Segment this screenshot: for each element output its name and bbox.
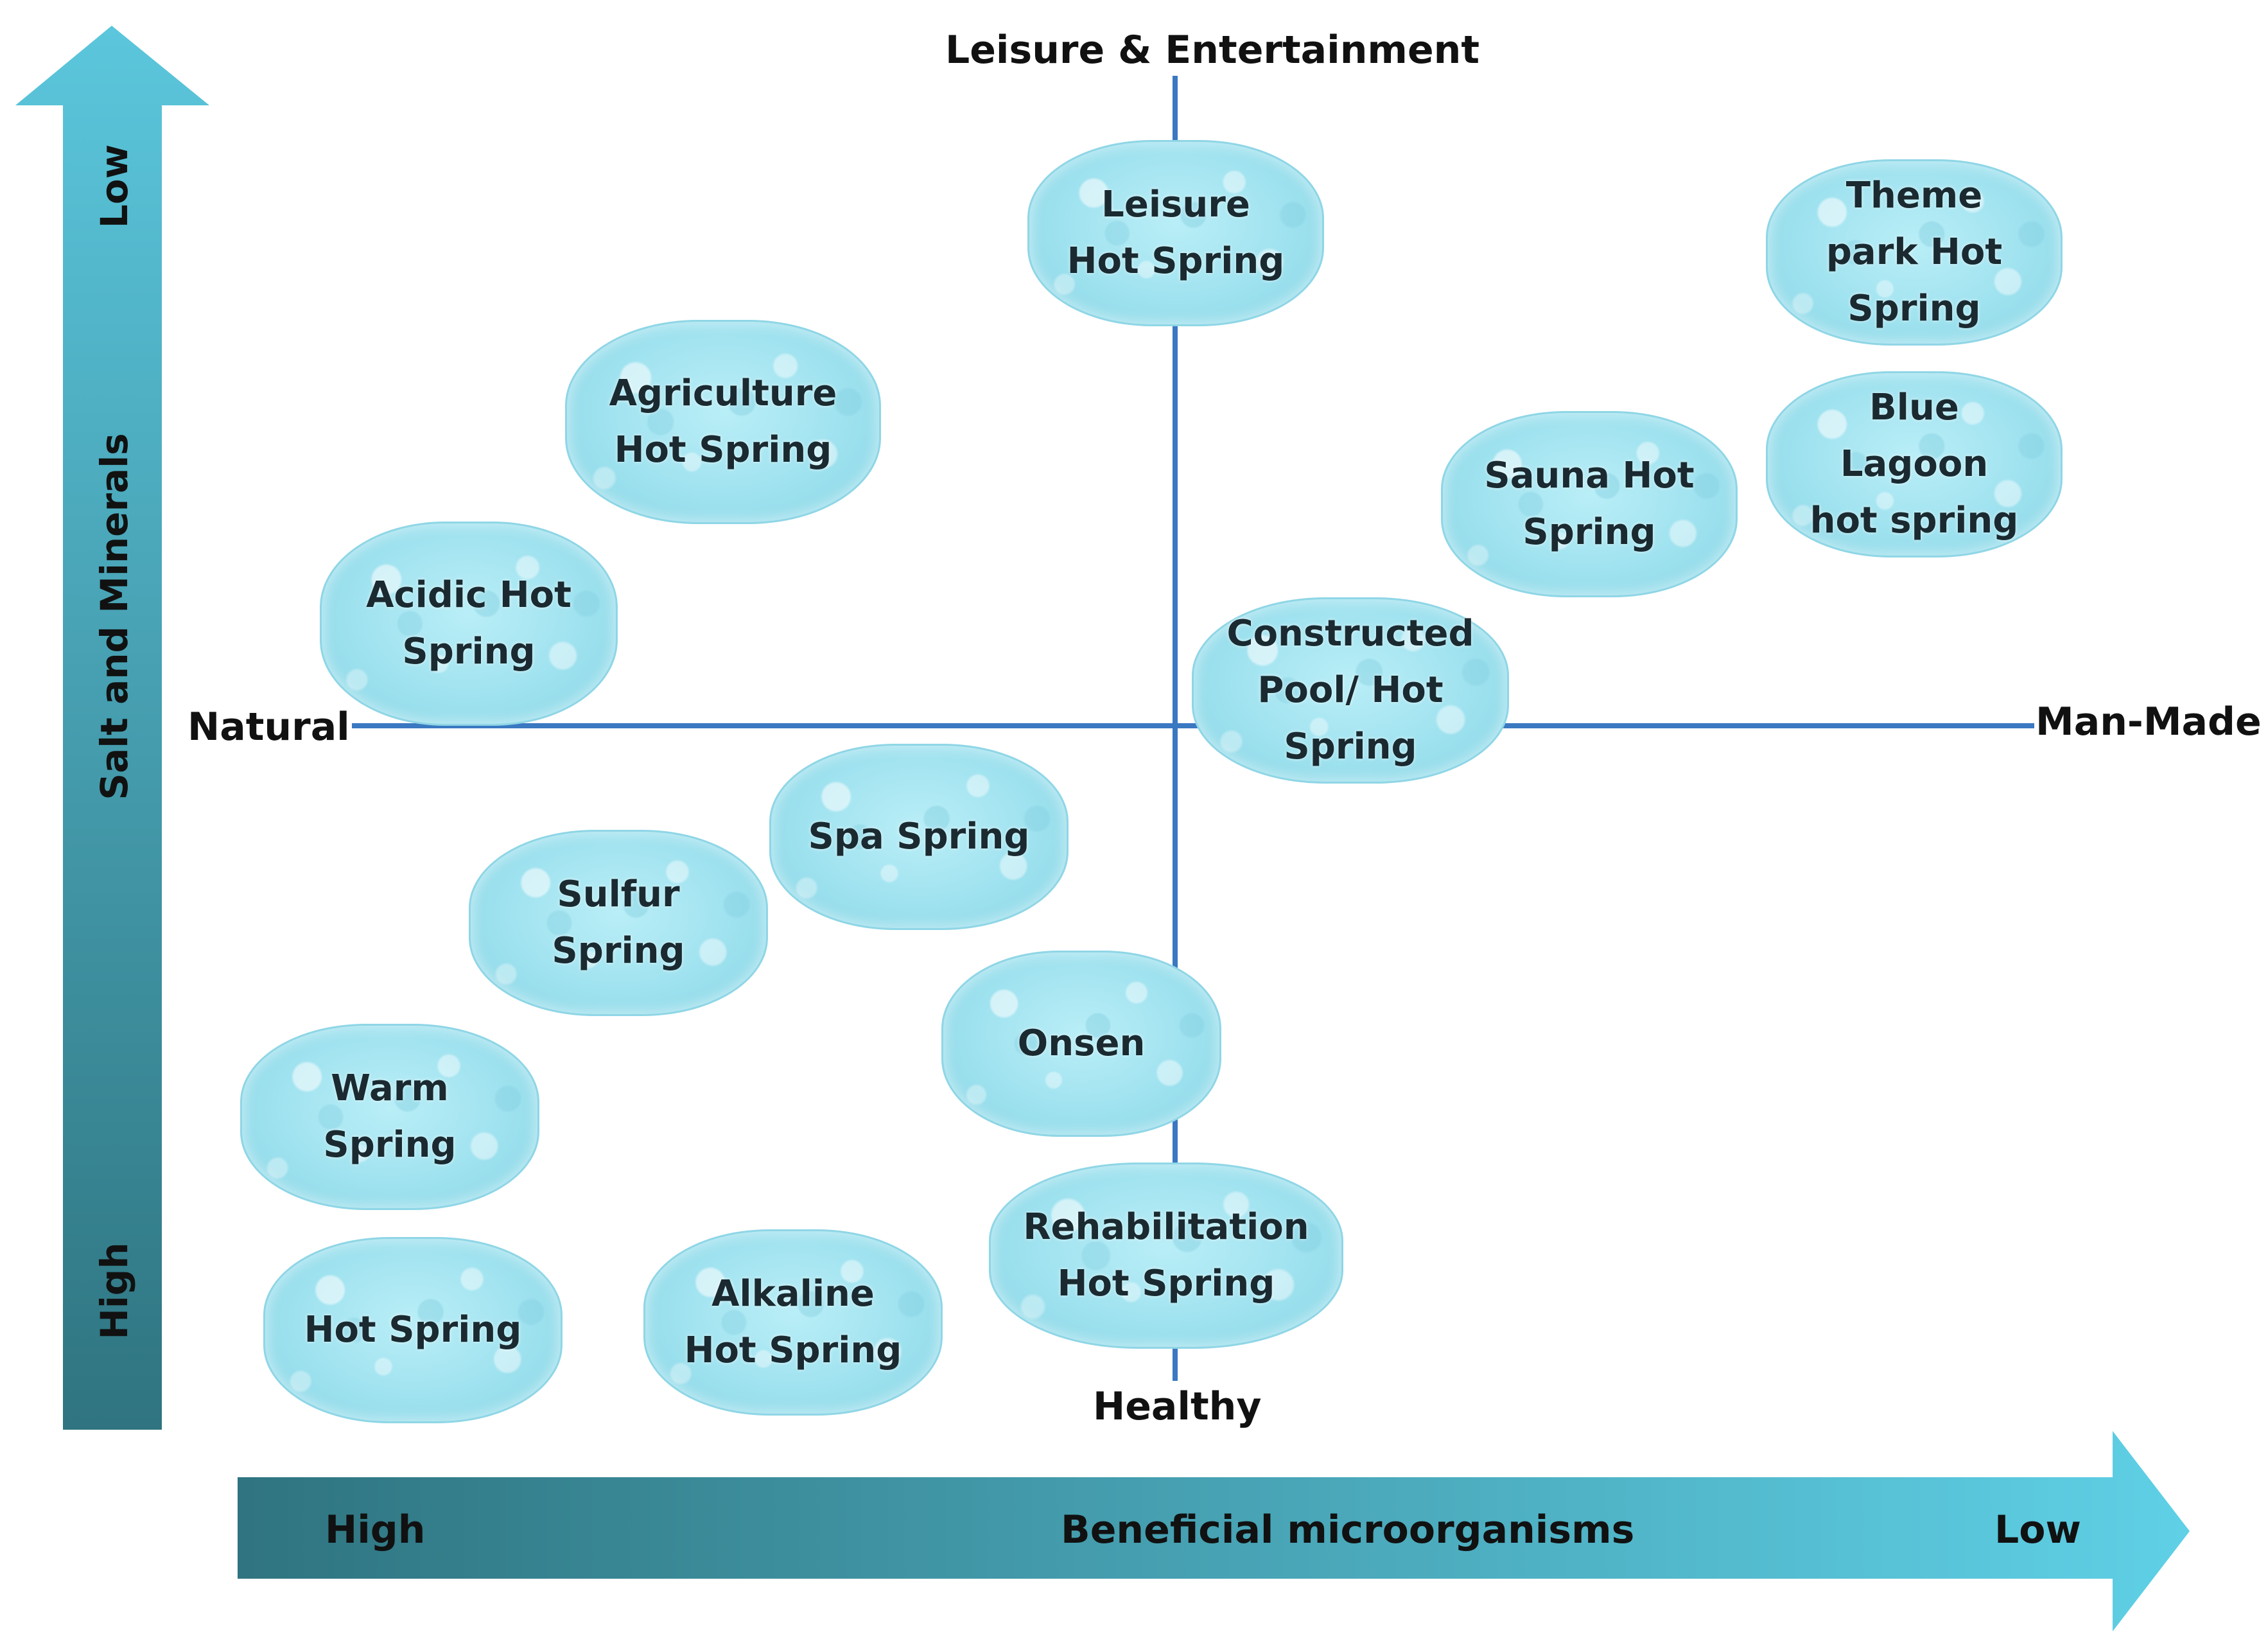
bubble-line: Alkaline: [711, 1273, 875, 1315]
bubble-line: Constructed: [1226, 613, 1474, 654]
vertical-arrow-top-label: Low: [92, 144, 136, 229]
axis-label-top: Leisure & Entertainment: [945, 28, 1480, 73]
bubble-line: Spring: [402, 631, 536, 672]
bubble-line: Spring: [323, 1124, 457, 1166]
bubble-rehabilitation: Rehabilitation Hot Spring: [989, 1163, 1343, 1349]
horizontal-arrow: [238, 1431, 2190, 1631]
vertical-arrow: [15, 26, 209, 1430]
bubble-line: Hot Spring: [614, 429, 832, 471]
horizontal-arrow-left-label: High: [325, 1507, 426, 1552]
bubble-line: Blue: [1869, 387, 1959, 428]
bubble-hot-spring: Hot Spring: [263, 1237, 563, 1423]
axis-label-bottom: Healthy: [1093, 1384, 1262, 1429]
bubble-line: Onsen: [1017, 1022, 1146, 1064]
bubble-line: Pool/ Hot: [1257, 669, 1444, 711]
bubble-line: Hot Spring: [684, 1330, 902, 1371]
bubble-line: Hot Spring: [1057, 1263, 1275, 1304]
bubble-line: Sulfur: [557, 873, 680, 915]
axis-label-right: Man-Made: [2036, 699, 2262, 744]
bubble-line: Spring: [1284, 726, 1417, 768]
bubble-line: Spring: [1847, 288, 1981, 329]
bubble-sauna: Sauna Hot Spring: [1441, 411, 1738, 597]
bubble-line: Sauna Hot: [1484, 455, 1695, 496]
axis-label-left: Natural: [188, 705, 350, 750]
bubble-theme-park: Theme park Hot Spring: [1766, 159, 2063, 346]
vertical-arrow-title: Salt and Minerals: [92, 433, 136, 800]
bubble-line: Rehabilitation: [1023, 1206, 1309, 1248]
bubble-line: Theme: [1845, 175, 1983, 216]
bubble-constructed: Constructed Pool/ Hot Spring: [1192, 597, 1509, 784]
bubble-line: park Hot: [1826, 231, 2003, 273]
bubble-onsen: Onsen: [941, 951, 1221, 1137]
bubble-line: Acidic Hot: [366, 574, 571, 616]
bubble-line: Lagoon: [1840, 443, 1989, 485]
bubble-line: Hot Spring: [304, 1309, 522, 1351]
bubble-leisure: Leisure Hot Spring: [1027, 140, 1324, 326]
horizontal-arrow-right-label: Low: [1994, 1507, 2081, 1552]
bubble-warm: Warm Spring: [240, 1024, 539, 1210]
bubble-spa: Spa Spring: [769, 744, 1069, 930]
bubble-line: Spa Spring: [808, 816, 1030, 857]
bubble-line: Hot Spring: [1067, 240, 1285, 282]
bubble-line: Agriculture: [609, 373, 837, 414]
bubble-line: Leisure: [1101, 184, 1250, 225]
horizontal-arrow-title: Beneficial microorganisms: [1061, 1507, 1635, 1552]
bubble-line: Spring: [552, 930, 685, 972]
bubble-alkaline: Alkaline Hot Spring: [643, 1229, 943, 1416]
bubble-acidic: Acidic Hot Spring: [320, 522, 618, 726]
bubble-blue-lagoon: Blue Lagoon hot spring: [1766, 371, 2063, 557]
bubble-line: Warm: [331, 1067, 449, 1109]
vertical-arrow-bottom-label: High: [92, 1242, 136, 1340]
bubble-line: Spring: [1522, 511, 1656, 553]
bubble-sulfur: Sulfur Spring: [469, 830, 768, 1016]
bubble-line: hot spring: [1810, 500, 2019, 541]
bubble-agriculture: Agriculture Hot Spring: [565, 320, 881, 524]
